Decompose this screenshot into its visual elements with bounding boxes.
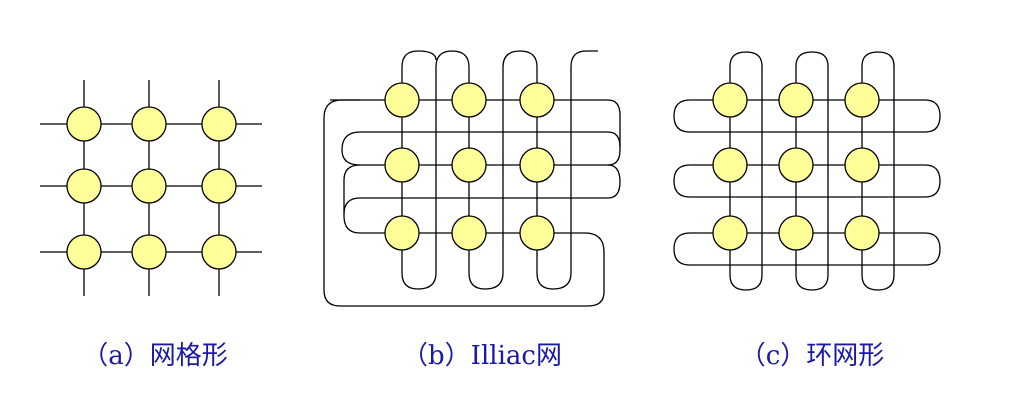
illiac-big-wrap — [323, 99, 605, 307]
illiac-column-wrap — [468, 50, 538, 290]
illiac-column-end — [536, 50, 598, 290]
illiac-node — [519, 82, 555, 118]
illiac-node — [384, 147, 420, 183]
mesh-nodes — [66, 106, 237, 270]
mesh-node — [131, 234, 167, 270]
illiac-node — [451, 215, 487, 251]
illiac-row-wrap — [343, 197, 608, 215]
torus-column-wrap — [795, 51, 829, 291]
illiac-row-wrap — [341, 131, 621, 166]
illiac-column-start — [401, 50, 437, 80]
torus-column-links — [729, 51, 895, 291]
caption-mesh: （a）网格形 — [82, 341, 228, 371]
illiac-row-links — [323, 99, 621, 307]
illiac-node — [519, 147, 555, 183]
caption-illiac: （b）Illiac网 — [402, 341, 562, 371]
mesh-node — [66, 234, 102, 270]
illiac-nodes — [384, 82, 555, 251]
torus-node — [844, 82, 880, 118]
illiac-node — [519, 215, 555, 251]
torus-row-links — [673, 99, 941, 266]
illiac-node — [451, 82, 487, 118]
mesh-node — [201, 168, 237, 204]
illiac-row-wrap — [343, 164, 361, 234]
mesh-node — [66, 168, 102, 204]
torus-row-wrap — [673, 164, 941, 198]
illiac-node — [451, 147, 487, 183]
torus-row-wrap — [673, 232, 941, 266]
torus-network — [673, 51, 941, 291]
mesh-network — [40, 80, 262, 296]
illiac-column-links — [401, 50, 598, 290]
torus-node — [844, 215, 880, 251]
illiac-network — [323, 50, 621, 307]
torus-node — [712, 215, 748, 251]
illiac-row-wrap — [607, 164, 621, 199]
torus-node — [844, 147, 880, 183]
illiac-row-wrap — [607, 99, 621, 166]
illiac-column-wrap — [401, 50, 470, 290]
caption-torus: （c）环网形 — [739, 341, 885, 371]
illiac-node — [384, 215, 420, 251]
mesh-node — [201, 106, 237, 142]
torus-node — [712, 82, 748, 118]
torus-nodes — [712, 82, 880, 251]
torus-node — [778, 82, 814, 118]
torus-column-wrap — [729, 51, 763, 291]
mesh-node — [131, 106, 167, 142]
torus-column-wrap — [861, 51, 895, 291]
torus-node — [778, 147, 814, 183]
mesh-node — [131, 168, 167, 204]
torus-node — [778, 215, 814, 251]
torus-row-wrap — [673, 99, 941, 133]
torus-node — [712, 147, 748, 183]
mesh-node — [66, 106, 102, 142]
mesh-node — [201, 234, 237, 270]
illiac-node — [384, 82, 420, 118]
